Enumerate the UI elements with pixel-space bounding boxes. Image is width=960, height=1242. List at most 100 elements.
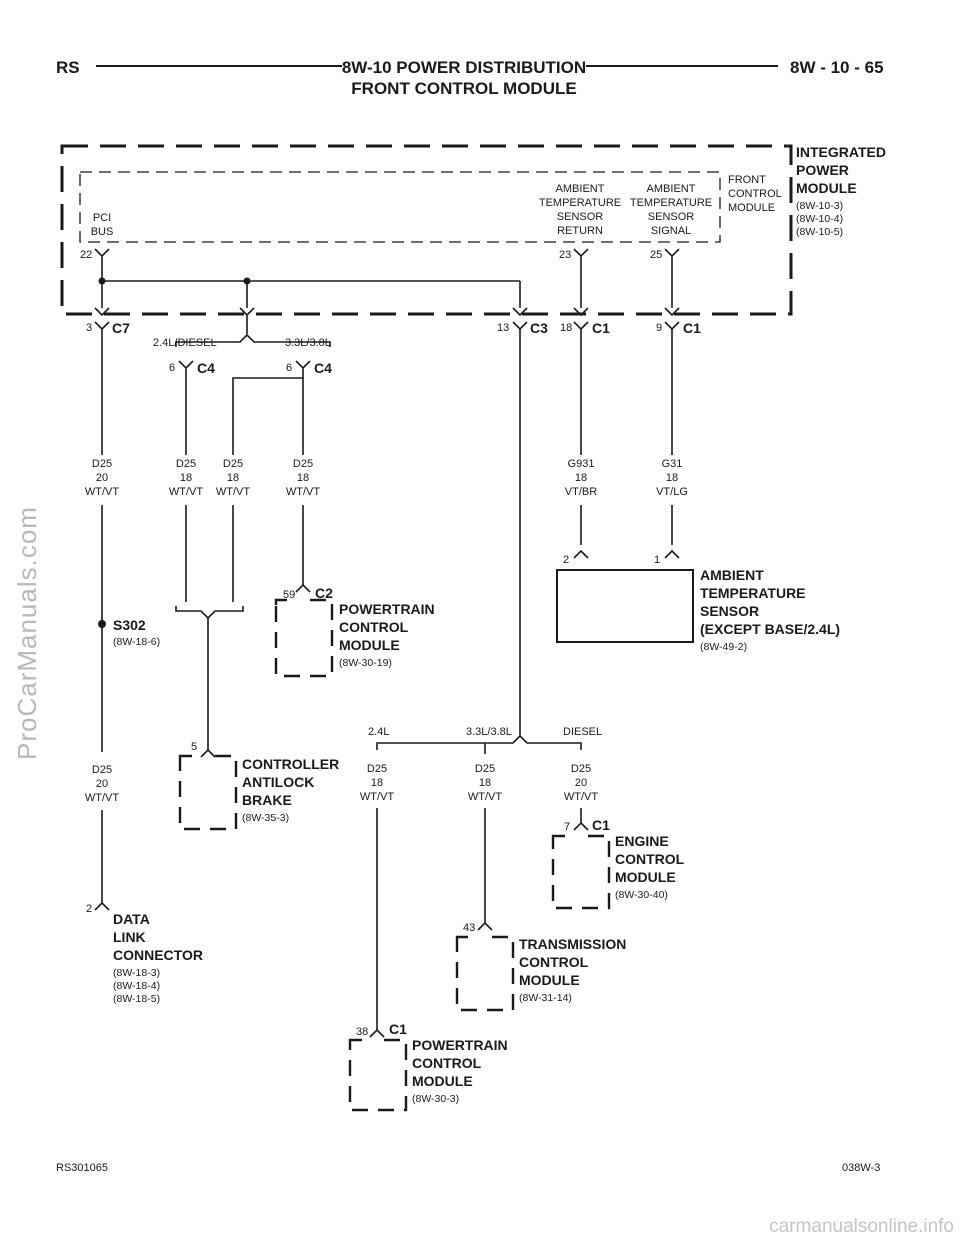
page-header: RS 8W-10 POWER DISTRIBUTION FRONT CONTRO…: [56, 58, 884, 98]
ipm-name-3: MODULE: [796, 180, 857, 196]
svg-text:VT/BR: VT/BR: [565, 486, 597, 498]
wire-label-w3: D25 18 WT/VT: [216, 458, 250, 498]
pcm-upper-conn: C2: [315, 585, 333, 601]
pcm-lower-name-2: CONTROL: [412, 1055, 482, 1071]
c1-b-name: C1: [683, 320, 701, 336]
pcm-upper-ref: (8W-30-19): [339, 657, 392, 669]
cab-pin: 5: [191, 741, 197, 753]
ecm-name-2: CONTROL: [615, 851, 685, 867]
svg-text:WT/VT: WT/VT: [169, 486, 203, 498]
c3-name: C3: [530, 320, 548, 336]
cab-name-3: BRAKE: [242, 792, 292, 808]
ats-signal-label-2: TEMPERATURE: [630, 197, 712, 209]
c1-b-pin: 9: [656, 322, 662, 334]
svg-text:18: 18: [666, 472, 678, 484]
svg-text:18: 18: [371, 777, 383, 789]
c4-b-name: C4: [314, 360, 332, 376]
svg-text:D25: D25: [223, 458, 243, 470]
pin-22: 22: [80, 249, 92, 261]
ecm-ref: (8W-30-40): [615, 889, 668, 901]
pin-25-terminal: [664, 248, 680, 258]
footer-right-code: 038W-3: [842, 1162, 880, 1174]
split1-left-label: 2.4L/DIESEL: [153, 337, 217, 349]
wire-label-w9: D25 18 WT/VT: [468, 763, 502, 803]
c4-a-pin: 6: [169, 362, 175, 374]
pcm-lower-name-1: POWERTRAIN: [412, 1037, 508, 1053]
wire-label-w6: G31 18 VT/LG: [656, 458, 688, 498]
page-footer: RS301065 038W-3: [56, 1162, 880, 1174]
ecm-conn: C1: [592, 817, 610, 833]
c7-pin: 3: [86, 322, 92, 334]
pin-23: 23: [559, 249, 571, 261]
dlc-name-1: DATA: [113, 911, 150, 927]
svg-text:WT/VT: WT/VT: [286, 486, 320, 498]
wire-label-w10: D25 20 WT/VT: [564, 763, 598, 803]
splice-ref: (8W-18-6): [113, 636, 160, 648]
controller-antilock-brake: 5 CONTROLLER ANTILOCK BRAKE (8W-35-3): [178, 741, 339, 831]
c4-connectors: 6 C4 6 C4: [169, 360, 332, 376]
wire-label-w2: D25 18 WT/VT: [169, 458, 203, 498]
ambient-temperature-sensor: 2 1 AMBIENT TEMPERATURE SENSOR (EXCEPT B…: [556, 549, 840, 653]
split1-right-label: 3.3L/3.8L: [285, 337, 331, 349]
tcm-pin: 43: [463, 922, 475, 934]
wire-label-w7: D25 20 WT/VT: [85, 764, 119, 804]
engine-control-module: 7 C1 ENGINE CONTROL MODULE (8W-30-40): [551, 817, 685, 910]
svg-text:D25: D25: [367, 763, 387, 775]
c4-b-pin: 6: [286, 362, 292, 374]
svg-text:VT/LG: VT/LG: [656, 486, 688, 498]
svg-text:18: 18: [479, 777, 491, 789]
ecm-pin: 7: [564, 821, 570, 833]
svg-text:18: 18: [180, 472, 192, 484]
dlc-ref-3: (8W-18-5): [113, 993, 160, 1005]
sensor-name-4: (EXCEPT BASE/2.4L): [700, 621, 840, 637]
side-watermark: ProCarManuals.com: [12, 506, 42, 760]
header-page-number: 8W - 10 - 65: [790, 58, 884, 77]
sensor-pin-1: 1: [654, 554, 660, 566]
pcm-lower-pin: 38: [356, 1026, 368, 1038]
option-split-engine-1: 2.4L/DIESEL 3.3L/3.8L: [153, 315, 331, 349]
tcm-name-3: MODULE: [519, 972, 580, 988]
svg-text:18: 18: [297, 472, 309, 484]
wire-label-w5: G931 18 VT/BR: [565, 458, 597, 498]
pci-label-1: PCI: [93, 212, 111, 224]
ipm-ref-2: (8W-10-4): [796, 213, 843, 225]
svg-text:G931: G931: [568, 458, 595, 470]
ecm-name-3: MODULE: [615, 869, 676, 885]
svg-text:WT/VT: WT/VT: [564, 791, 598, 803]
header-section-code: RS: [56, 58, 80, 77]
split2-c-label: DIESEL: [563, 726, 602, 738]
pcm-upper-name-1: POWERTRAIN: [339, 601, 435, 617]
svg-text:G31: G31: [662, 458, 683, 470]
svg-text:D25: D25: [475, 763, 495, 775]
pcm-lower-name-3: MODULE: [412, 1073, 473, 1089]
cab-ref: (8W-35-3): [242, 812, 289, 824]
wire-label-w8: D25 18 WT/VT: [360, 763, 394, 803]
cab-name-2: ANTILOCK: [242, 774, 314, 790]
c4-a-name: C4: [197, 360, 215, 376]
pin-22-terminal: [94, 248, 110, 258]
pcm-upper-name-2: CONTROL: [339, 619, 409, 635]
ipm-ref-3: (8W-10-5): [796, 226, 843, 238]
header-title-line1: 8W-10 POWER DISTRIBUTION: [342, 58, 586, 77]
ats-return-label-1: AMBIENT: [556, 183, 605, 195]
wire-label-w1: D25 20 WT/VT: [85, 458, 119, 498]
wire-label-w4: D25 18 WT/VT: [286, 458, 320, 498]
sensor-name-1: AMBIENT: [700, 567, 764, 583]
merge-to-cab: [175, 606, 244, 750]
ecm-name-1: ENGINE: [615, 833, 669, 849]
splice-name: S302: [113, 617, 146, 633]
cab-name-1: CONTROLLER: [242, 756, 339, 772]
sensor-name-2: TEMPERATURE: [700, 585, 806, 601]
tcm-name-1: TRANSMISSION: [519, 936, 626, 952]
fcm-name-1: FRONT: [728, 174, 766, 186]
svg-text:WT/VT: WT/VT: [85, 486, 119, 498]
transmission-control-module: 43 TRANSMISSION CONTROL MODULE (8W-31-14…: [455, 921, 626, 1012]
c3-pin: 13: [497, 322, 509, 334]
ipm-connectors: 3 C7 13 C3 18 C1 9 C1: [86, 307, 701, 336]
svg-text:D25: D25: [92, 458, 112, 470]
svg-text:20: 20: [96, 778, 108, 790]
fcm-name-3: MODULE: [728, 202, 775, 214]
svg-text:D25: D25: [293, 458, 313, 470]
ats-return-label-4: RETURN: [557, 225, 603, 237]
c7-name: C7: [112, 320, 130, 336]
